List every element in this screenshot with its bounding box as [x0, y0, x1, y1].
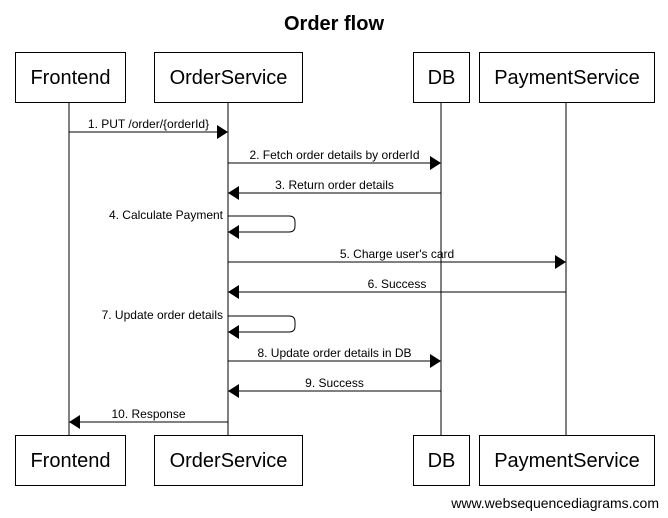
- message-10: 10. Response: [69, 407, 228, 429]
- participant-label: Frontend: [30, 67, 110, 89]
- message-label: 3. Return order details: [275, 178, 394, 192]
- participant-label: DB: [428, 67, 456, 89]
- participant-box: [413, 435, 470, 486]
- diagram-title: Order flow: [284, 13, 384, 35]
- message-arrowhead: [228, 325, 239, 339]
- message-arrowhead: [228, 225, 239, 239]
- message-label: 9. Success: [305, 376, 364, 390]
- message-4: 4. Calculate Payment: [109, 208, 296, 239]
- message-3: 3. Return order details: [228, 178, 441, 200]
- message-arrowhead: [430, 156, 441, 170]
- message-label: 5. Charge user's card: [340, 247, 454, 261]
- message-8: 8. Update order details in DB: [228, 346, 441, 368]
- participant-orderservice-top: OrderService: [154, 52, 303, 103]
- message-arrowhead: [217, 125, 228, 139]
- participant-paymentservice-bottom: PaymentService: [479, 435, 655, 486]
- messages: 1. PUT /order/{orderId} 2. Fetch order de…: [69, 117, 566, 429]
- message-label: 4. Calculate Payment: [109, 208, 224, 222]
- participant-label: DB: [428, 450, 456, 472]
- participant-paymentservice-top: PaymentService: [479, 52, 655, 103]
- participant-orderservice-bottom: OrderService: [154, 435, 303, 486]
- participant-label: PaymentService: [494, 67, 640, 89]
- participant-box: [479, 52, 655, 103]
- message-5: 5. Charge user's card: [228, 247, 566, 269]
- participant-label: PaymentService: [494, 450, 640, 472]
- message-1: 1. PUT /order/{orderId}: [69, 117, 228, 139]
- message-label: 7. Update order details: [102, 308, 223, 322]
- participant-label: Frontend: [30, 450, 110, 472]
- participant-label: OrderService: [170, 67, 288, 89]
- message-arrowhead: [430, 354, 441, 368]
- message-arrow-line: [228, 215, 296, 233]
- participant-label: OrderService: [170, 450, 288, 472]
- participant-frontend-top: Frontend: [15, 52, 126, 103]
- participant-box: [15, 52, 126, 103]
- participant-db-top: DB: [413, 52, 470, 103]
- message-6: 6. Success: [228, 277, 566, 299]
- message-2: 2. Fetch order details by orderId: [228, 148, 441, 170]
- message-label: 8. Update order details in DB: [257, 346, 411, 360]
- message-arrowhead: [69, 415, 80, 429]
- message-arrowhead: [228, 285, 239, 299]
- message-arrowhead: [228, 384, 239, 398]
- message-arrowhead: [228, 186, 239, 200]
- lifelines: [68, 102, 567, 435]
- participant-box: [413, 52, 470, 103]
- message-label: 1. PUT /order/{orderId}: [88, 117, 209, 131]
- participant-frontend-bottom: Frontend: [15, 435, 126, 486]
- footer-watermark: www.websequencediagrams.com: [450, 495, 659, 511]
- message-label: 2. Fetch order details by orderId: [249, 148, 419, 162]
- participant-box: [154, 435, 303, 486]
- message-7: 7. Update order details: [102, 308, 296, 339]
- participant-box: [479, 435, 655, 486]
- message-label: 6. Success: [368, 277, 427, 291]
- message-arrowhead: [555, 255, 566, 269]
- message-label: 10. Response: [111, 407, 185, 421]
- participant-box: [15, 435, 126, 486]
- participant-db-bottom: DB: [413, 435, 470, 486]
- participant-box: [154, 52, 303, 103]
- message-9: 9. Success: [228, 376, 441, 398]
- message-arrow-line: [228, 315, 296, 333]
